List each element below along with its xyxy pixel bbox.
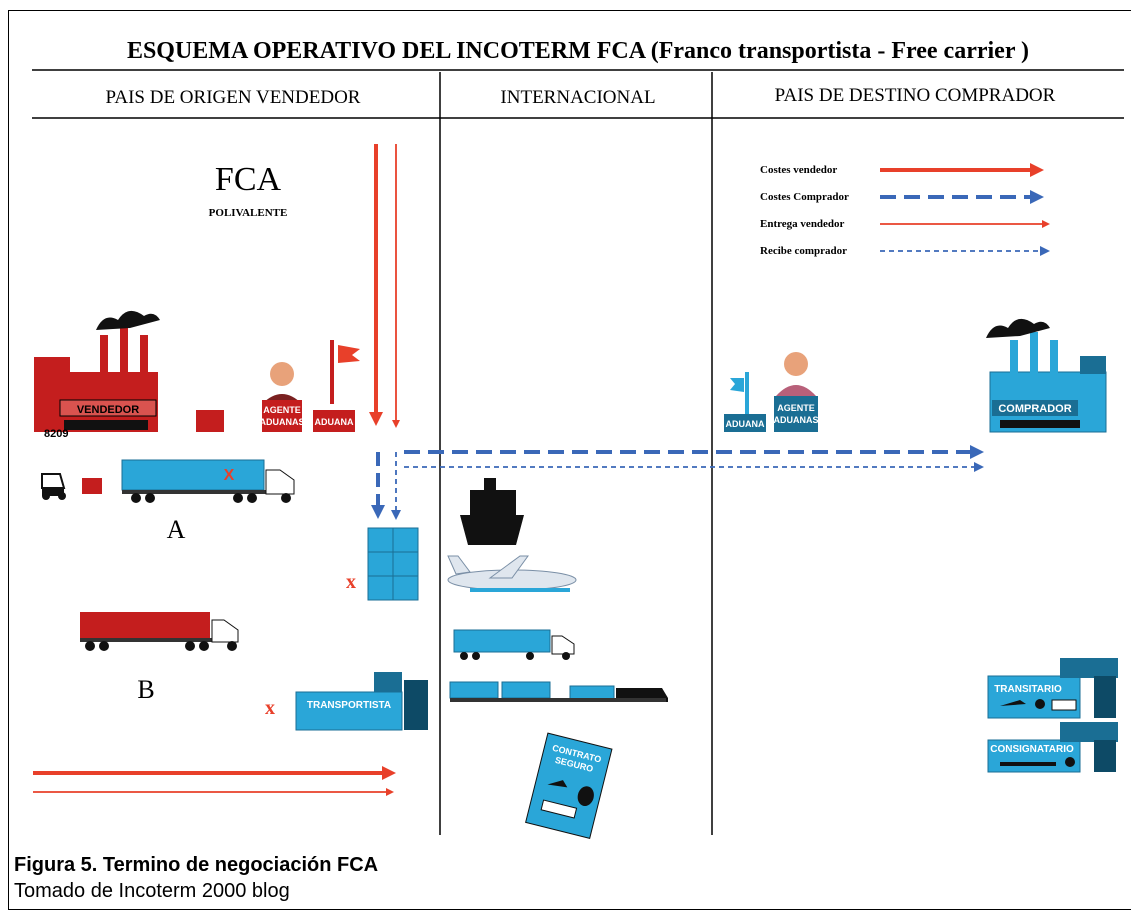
column-header-international: INTERNACIONAL (500, 87, 655, 108)
seller-code: 8209 (44, 428, 68, 440)
consignee-label: CONSIGNATARIO (990, 744, 1074, 755)
column-header-destination: PAIS DE DESTINO COMPRADOR (775, 85, 1056, 106)
column-header-origin: PAIS DE ORIGEN VENDEDOR (106, 87, 361, 108)
figure-caption: Figura 5. Termino de negociación FCA Tom… (14, 852, 378, 904)
international-truck-icon (453, 629, 575, 660)
destination-customs-label: ADUANA (726, 419, 765, 429)
diagram-frame (8, 10, 1131, 910)
term-code: FCA (215, 161, 282, 198)
forwarder-label: TRANSITARIO (994, 684, 1062, 695)
truck-a-icon (121, 459, 295, 503)
container-stack-icon (367, 527, 419, 601)
carrier-building: TRANSPORTISTA (295, 672, 428, 731)
caption-source: Tomado de Incoterm 2000 blog (14, 880, 290, 902)
truck-a-mark: X (224, 467, 235, 484)
carrier-label: TRANSPORTISTA (307, 700, 391, 711)
caption-title: Figura 5. Termino de negociación FCA (14, 854, 379, 876)
origin-customs: ADUANA (313, 340, 360, 432)
buyer-label: COMPRADOR (998, 403, 1071, 415)
term-subtitle: POLIVALENTE (209, 207, 288, 219)
cargo-crate (196, 410, 224, 432)
container-mark: x (346, 571, 356, 593)
origin-agent-line2: ADUANAS (260, 417, 305, 427)
train-icon (449, 681, 668, 702)
ship-icon (460, 478, 524, 545)
destination-agent-line1: AGENTE (777, 403, 815, 413)
forwarder-building: TRANSITARIO (987, 658, 1118, 719)
legend-label-entrega-vendedor: Entrega vendedor (760, 218, 845, 230)
consignee-building: CONSIGNATARIO (987, 722, 1118, 773)
seller-factory: VENDEDOR 8209 (34, 310, 160, 440)
buyer-factory: COMPRADOR (986, 318, 1107, 433)
legend-label-costes-vendedor: Costes vendedor (760, 164, 837, 176)
diagram-title: ESQUEMA OPERATIVO DEL INCOTERM FCA (Fran… (127, 38, 1029, 64)
truck-b-icon (80, 612, 239, 651)
origin-customs-label: ADUANA (315, 417, 354, 427)
carrier-mark: x (265, 697, 275, 719)
legend-label-recibe-comprador: Recibe comprador (760, 245, 847, 257)
insurance-contract-icon: CONTRATO SEGURO (525, 732, 613, 839)
destination-customs: ADUANA (724, 372, 766, 432)
option-b-label: B (137, 675, 154, 704)
seller-label: VENDEDOR (77, 404, 139, 416)
origin-customs-agent: AGENTE ADUANAS (260, 362, 305, 432)
legend: Costes vendedor Costes Comprador Entrega… (760, 163, 1050, 257)
option-a-label: A (167, 515, 186, 544)
legend-label-costes-comprador: Costes Comprador (760, 191, 849, 203)
origin-agent-line1: AGENTE (263, 405, 301, 415)
destination-agent-line2: ADUANAS (774, 415, 819, 425)
forklift-icon (41, 473, 102, 500)
destination-customs-agent: AGENTE ADUANAS (774, 352, 819, 432)
plane-icon (447, 555, 577, 592)
